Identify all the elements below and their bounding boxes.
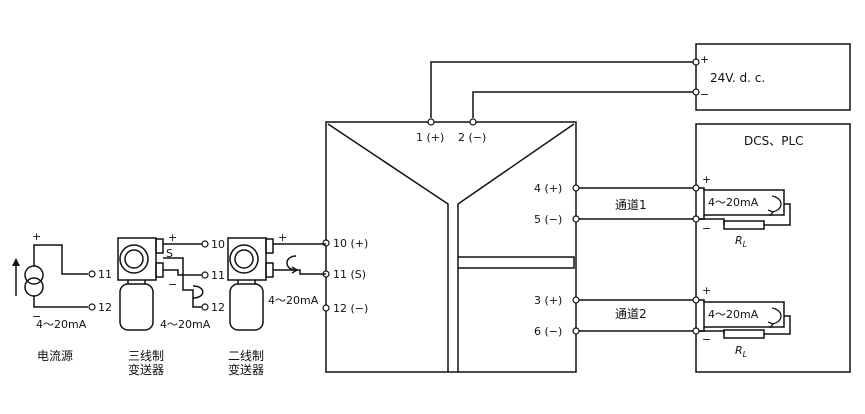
load-resistor-1 <box>723 220 765 230</box>
svg-text:+: + <box>278 231 287 244</box>
terminal-10-label: 10 (+) <box>333 237 368 250</box>
terminal-6-label: 6 (−) <box>534 325 562 338</box>
load-resistor-2 <box>723 329 765 339</box>
dcs-ch1-plus: + <box>702 173 711 186</box>
arrow-up-icon <box>12 258 20 266</box>
terminal-10 <box>322 239 330 247</box>
terminal-1-label: 1 (+) <box>416 131 444 144</box>
current-source: + − 11 12 4～20mA 电流源 <box>12 230 112 363</box>
two-wire-signal: 4～20mA <box>268 294 319 307</box>
terminal-12 <box>322 304 330 312</box>
svg-text:+: + <box>168 231 177 244</box>
three-wire-label-2: 变送器 <box>128 362 164 377</box>
current-source-plus: + <box>32 230 41 243</box>
resistor-2-label: RL <box>735 344 747 359</box>
terminal-1 <box>427 118 435 126</box>
channel2-label: 通道2 <box>615 307 647 321</box>
terminal-2 <box>469 118 477 126</box>
terminal-6 <box>572 327 580 335</box>
dcs-ch1-minus: − <box>702 222 711 235</box>
svg-text:−: − <box>168 278 177 291</box>
dcs-plc-system: DCS、PLC 4～20mA RL + − 4～20mA RL + − <box>695 123 851 373</box>
dcs-plc-title: DCS、PLC <box>744 134 804 148</box>
two-wire-label-1: 二线制 <box>228 349 264 363</box>
terminal-4-label: 4 (+) <box>534 182 562 195</box>
terminal-3 <box>572 296 580 304</box>
dcs-ch2-signal: 4～20mA <box>708 308 759 321</box>
three-wire-transmitter: + S − 10 11 12 4～20mA 三线制 变送器 <box>117 231 225 377</box>
svg-text:12: 12 <box>211 301 225 314</box>
power-supply-label: 24V. d. c. <box>710 71 765 85</box>
terminal-5 <box>572 215 580 223</box>
svg-text:11: 11 <box>98 268 112 281</box>
terminal-11-label: 11 (S) <box>333 268 366 281</box>
terminal-12-label: 12 (−) <box>333 302 368 315</box>
terminal-2-label: 2 (−) <box>458 131 486 144</box>
terminals <box>322 58 700 335</box>
current-source-signal: 4～20mA <box>36 318 87 331</box>
dcs-ch1-signal: 4～20mA <box>708 196 759 209</box>
three-wire-label-1: 三线制 <box>128 349 164 363</box>
current-source-label: 电流源 <box>37 349 73 363</box>
current-source-minus: − <box>32 310 41 323</box>
svg-text:10: 10 <box>211 238 225 251</box>
resistor-1-label: RL <box>735 234 747 249</box>
three-wire-signal: 4～20mA <box>160 318 211 331</box>
channel1-label: 通道1 <box>615 198 647 212</box>
svg-text:11: 11 <box>211 269 225 282</box>
two-wire-label-2: 变送器 <box>228 362 264 377</box>
power-wires <box>430 61 696 118</box>
terminal-3-label: 3 (+) <box>534 294 562 307</box>
dcs-ch2-plus: + <box>702 284 711 297</box>
power-plus-sign: + <box>700 53 709 66</box>
dcs-ch2-minus: − <box>702 333 711 346</box>
svg-text:S: S <box>166 247 173 260</box>
terminal-5-label: 5 (−) <box>534 213 562 226</box>
power-supply: 24V. d. c. + − <box>695 43 851 111</box>
terminal-4 <box>572 184 580 192</box>
two-wire-transmitter: + 4～20mA 二线制 变送器 <box>227 231 326 377</box>
svg-text:12: 12 <box>98 301 112 314</box>
power-minus-sign: − <box>700 88 709 101</box>
isolator-module: 1 (+) 2 (−) 通道1 通道2 10 (+) 11 (S) 12 (−)… <box>325 121 647 373</box>
